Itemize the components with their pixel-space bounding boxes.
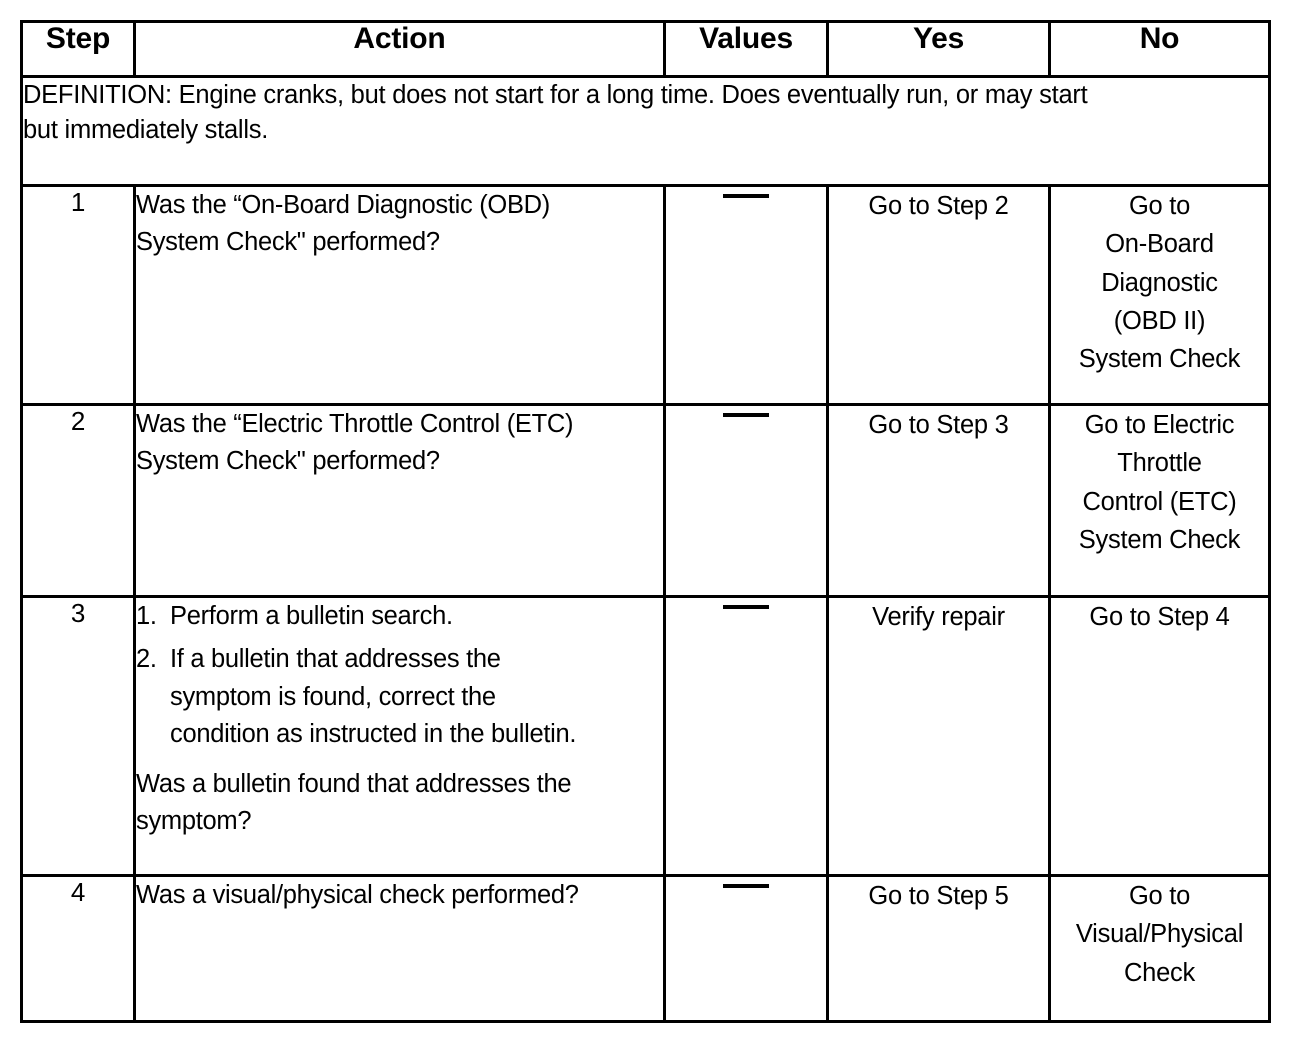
list-text-2-line-1: If a bulletin that addresses the: [170, 645, 501, 674]
no-line-4: System Check: [1078, 525, 1241, 554]
action-question: Was a bulletin found that addresses the …: [136, 766, 663, 841]
action-line-2: System Check" performed?: [136, 228, 440, 257]
action-question-line-1: Was a bulletin found that addresses the: [136, 769, 572, 798]
no-line-3: Diagnostic: [1101, 268, 1218, 297]
action-numbered-list: 1. Perform a bulletin search. 2. If a bu…: [136, 598, 663, 754]
table-row: 2 Was the “Electric Throttle Control (ET…: [20, 403, 1271, 598]
em-dash-icon: [723, 193, 769, 198]
em-dash-icon: [723, 604, 769, 609]
list-marker-2: 2.: [136, 645, 157, 674]
yes-cell-2: Go to Step 3: [826, 403, 1051, 598]
definition-line-1: DEFINITION: Engine cranks, but does not …: [23, 81, 1088, 109]
no-line-2: Visual/Physical: [1075, 920, 1244, 949]
no-line-2: On-Board: [1105, 230, 1214, 259]
values-cell-2: [663, 403, 829, 598]
step-number-1: 1: [20, 184, 136, 406]
action-line-1: Was the “Electric Throttle Control (ETC): [136, 410, 574, 438]
table-row: 4 Was a visual/physical check performed?…: [20, 874, 1271, 1023]
list-item: 2. If a bulletin that addresses the symp…: [136, 641, 663, 753]
values-cell-1: [663, 184, 829, 406]
action-cell-2: Was the “Electric Throttle Control (ETC)…: [133, 403, 666, 598]
values-cell-4: [663, 874, 829, 1023]
definition-row: DEFINITION: Engine cranks, but does not …: [20, 75, 1271, 187]
action-question-line-2: symptom?: [136, 807, 252, 836]
column-header-step: Step: [20, 20, 136, 78]
step-number-2: 2: [20, 403, 136, 598]
list-item: 1. Perform a bulletin search.: [136, 598, 663, 635]
action-line-2: System Check" performed?: [136, 447, 440, 476]
column-header-yes: Yes: [826, 20, 1051, 78]
column-header-values: Values: [663, 20, 829, 78]
table-row: 1 Was the “On-Board Diagnostic (OBD) Sys…: [20, 184, 1271, 406]
em-dash-icon: [723, 883, 769, 888]
action-line-1: Was the “On-Board Diagnostic (OBD): [136, 191, 550, 219]
step-number-3: 3: [20, 595, 136, 877]
table-row: 3 1. Perform a bulletin search. 2. If a …: [20, 595, 1271, 877]
no-line-1: Go to: [1128, 882, 1191, 910]
step-number-4: 4: [20, 874, 136, 1023]
column-header-action: Action: [133, 20, 666, 78]
yes-cell-1: Go to Step 2: [826, 184, 1051, 406]
column-header-no: No: [1048, 20, 1271, 78]
action-cell-1: Was the “On-Board Diagnostic (OBD) Syste…: [133, 184, 666, 406]
no-line-1: Go to: [1128, 192, 1191, 220]
values-cell-3: [663, 595, 829, 877]
no-cell-4: Go to Visual/Physical Check: [1048, 874, 1271, 1023]
no-line-3: Control (ETC): [1082, 487, 1237, 516]
yes-cell-4: Go to Step 5: [826, 874, 1051, 1023]
no-cell-1: Go to On-Board Diagnostic (OBD II) Syste…: [1048, 184, 1271, 406]
no-line-3: Check: [1123, 958, 1196, 987]
definition-line-2: but immediately stalls.: [23, 116, 269, 145]
em-dash-icon: [723, 412, 769, 417]
action-cell-4: Was a visual/physical check performed?: [133, 874, 666, 1023]
action-cell-3: 1. Perform a bulletin search. 2. If a bu…: [133, 595, 666, 877]
action-line-1: Was a visual/physical check performed?: [136, 881, 579, 909]
definition-cell: DEFINITION: Engine cranks, but does not …: [20, 75, 1271, 187]
list-text-1: Perform a bulletin search.: [170, 602, 453, 630]
no-line-4: (OBD II): [1113, 306, 1206, 335]
no-line-5: System Check: [1078, 345, 1241, 373]
list-text-2-line-2: symptom is found, correct the: [170, 682, 496, 711]
list-marker-1: 1.: [136, 602, 157, 630]
no-line-2: Throttle: [1117, 449, 1202, 478]
no-cell-2: Go to Electric Throttle Control (ETC) Sy…: [1048, 403, 1271, 598]
no-cell-3: Go to Step 4: [1048, 595, 1271, 877]
no-line-1: Go to Electric: [1084, 411, 1235, 439]
yes-cell-3: Verify repair: [826, 595, 1051, 877]
diagnostic-table: Step Action Values Yes No DEFINITION: En…: [20, 20, 1271, 1023]
list-text-2-line-3: condition as instructed in the bulletin.: [170, 720, 577, 749]
table-header-row: Step Action Values Yes No: [20, 20, 1271, 78]
